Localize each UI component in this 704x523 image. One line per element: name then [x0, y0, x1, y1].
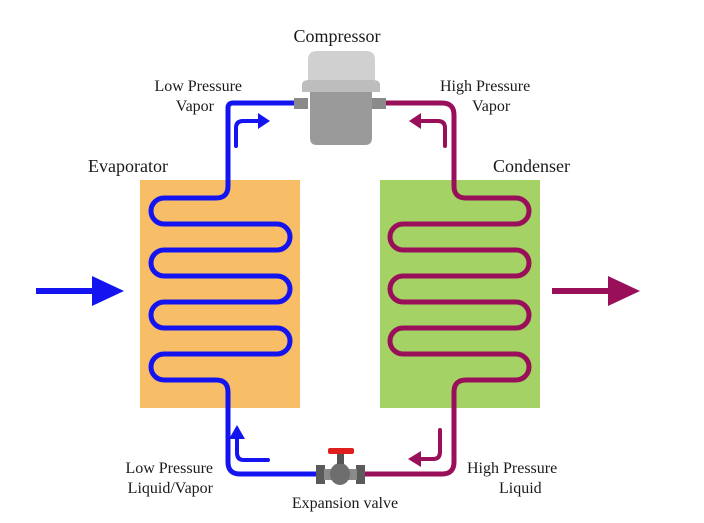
high-pressure-vapor-label-line1: High Pressure — [440, 78, 530, 95]
evaporator-coil — [148, 105, 321, 477]
flow-arrow-head — [229, 425, 245, 439]
flow-arrow-left-down — [416, 119, 447, 148]
inflow-arrow-icon — [36, 276, 124, 306]
condenser-coil — [359, 100, 532, 477]
low-pressure-vapor-line — [225, 100, 303, 111]
flow-arrow-head — [408, 451, 421, 467]
flow-arrow-head — [409, 113, 421, 129]
low-pressure-vapor-label-line1: Low Pressure — [154, 78, 242, 95]
flow-arrow-down-left — [416, 428, 442, 461]
expansion-valve-label: Expansion valve — [292, 495, 398, 512]
flow-arrow-up-right — [234, 119, 264, 148]
high-pressure-liquid-label-line2: Liquid — [499, 480, 542, 497]
compressor-icon — [294, 51, 386, 145]
low-pressure-liquid-vapor-label-line1: Low Pressure — [125, 460, 213, 477]
expansion-valve-icon — [316, 448, 365, 485]
condenser-box — [380, 180, 540, 408]
evaporator-box — [140, 180, 300, 408]
condenser-label: Condenser — [493, 156, 570, 176]
evaporator-label: Evaporator — [88, 156, 168, 176]
outflow-arrow-icon — [552, 276, 640, 306]
flow-arrow-right-up — [235, 434, 270, 462]
compressor-label: Compressor — [294, 26, 381, 46]
high-pressure-vapor-label-line2: Vapor — [472, 98, 511, 115]
low-pressure-vapor-label-line2: Vapor — [176, 98, 215, 115]
flow-arrow-head — [258, 113, 270, 129]
low-pressure-liquid-vapor-label-line2: Liquid/Vapor — [128, 480, 214, 497]
high-pressure-liquid-label-line1: High Pressure — [467, 460, 557, 477]
